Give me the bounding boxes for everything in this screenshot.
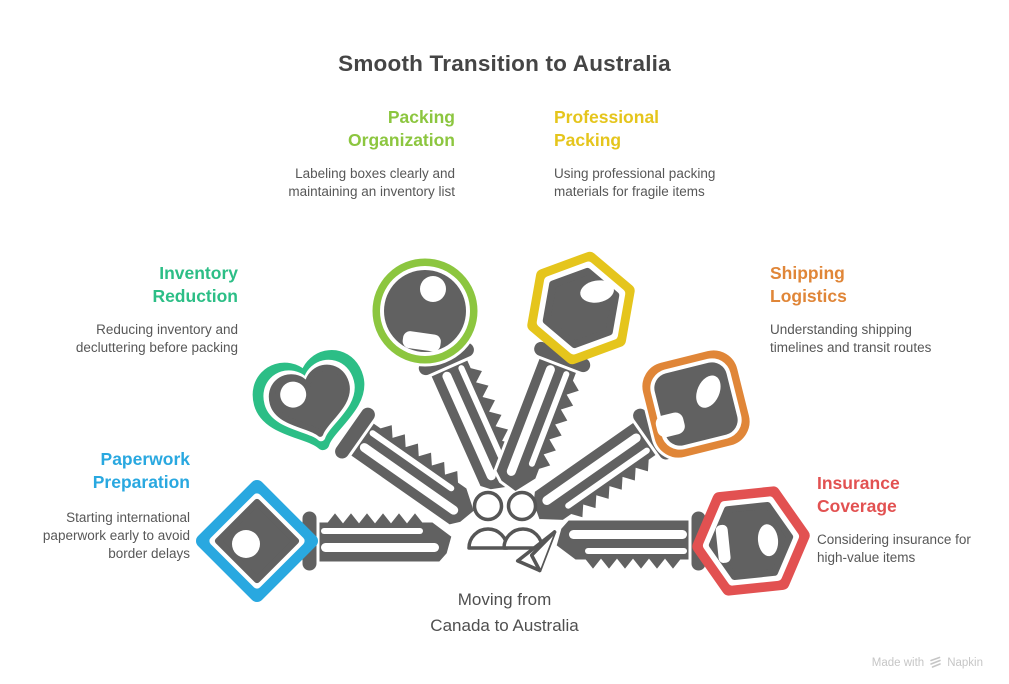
key-icon-insurance-coverage	[553, 486, 810, 596]
item-label: Insurance Coverage	[817, 473, 900, 517]
key-icon-packing-organization	[369, 255, 535, 505]
key-icon-shipping-logistics	[516, 347, 753, 544]
key-icon-paperwork-preparation	[196, 480, 455, 602]
center-caption-line1: Moving from	[457, 590, 552, 609]
key-head-circle	[369, 255, 481, 367]
item-label: Shipping Logistics	[770, 263, 847, 307]
item-description: Labeling boxes clearly and maintaining a…	[288, 166, 455, 200]
page-title: Smooth Transition to Australia	[338, 51, 671, 76]
item-description: Reducing inventory and decluttering befo…	[75, 322, 238, 356]
item-packing-organization: Packing Organization Labeling boxes clea…	[283, 106, 455, 201]
item-shipping-logistics: Shipping Logistics Understanding shippin…	[770, 262, 955, 357]
item-description: Considering insurance for high-value ite…	[817, 532, 971, 566]
item-description: Using professional packing materials for…	[554, 166, 716, 200]
key-head-diamond	[196, 480, 318, 602]
item-label: Professional Packing	[554, 107, 660, 151]
made-with-badge: Made with Napkin	[872, 656, 983, 669]
key-icon-professional-packing	[480, 251, 635, 504]
napkin-logo-icon	[930, 656, 941, 668]
key-head-hexagon-red	[692, 486, 810, 596]
key-head-hexagon	[527, 251, 635, 365]
center-caption-line2: Canada to Australia	[430, 616, 579, 636]
item-label: Paperwork Preparation	[92, 449, 190, 493]
people-with-plane-icon	[467, 490, 557, 573]
item-label: Packing Organization	[348, 107, 455, 151]
item-inventory-reduction: Inventory Reduction Reducing inventory a…	[63, 262, 238, 357]
item-label: Inventory Reduction	[152, 263, 238, 307]
made-with-label: Made with	[871, 656, 925, 669]
item-description: Starting international paperwork early t…	[42, 510, 190, 562]
item-description: Understanding shipping timelines and tra…	[770, 322, 932, 356]
key-icon-inventory-reduction	[252, 350, 492, 543]
item-professional-packing: Professional Packing Using professional …	[554, 106, 724, 201]
key-head-rounded-square	[639, 347, 753, 461]
napkin-brand-label: Napkin	[947, 656, 983, 669]
item-paperwork-preparation: Paperwork Preparation Starting internati…	[5, 448, 190, 563]
center-caption: Moving from Canada to Australia	[0, 587, 1009, 640]
key-head-heart	[252, 350, 365, 451]
item-insurance-coverage: Insurance Coverage Considering insurance…	[817, 472, 982, 567]
